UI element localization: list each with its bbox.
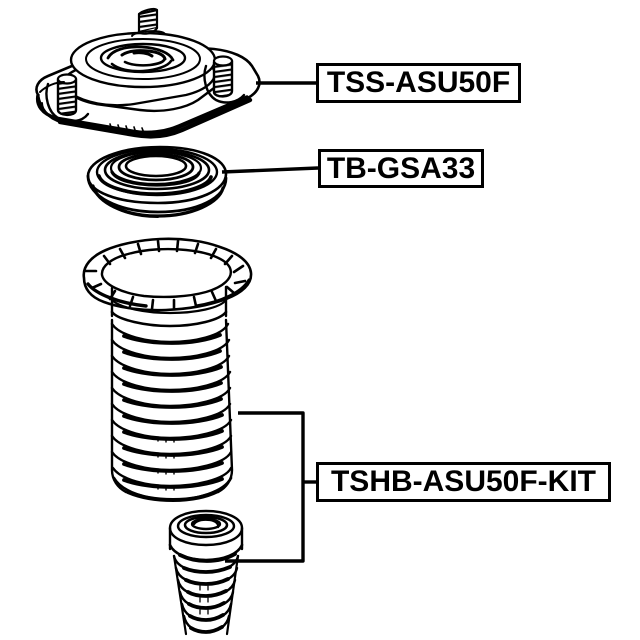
part-label-tshb-asu50f-kit-text: TSHB-ASU50F-KIT <box>330 465 596 498</box>
leader-bracket-tshb <box>225 411 305 563</box>
part-bump-stop <box>168 509 244 636</box>
part-label-tb-gsa33-text: TB-GSA33 <box>326 151 476 185</box>
leader-lines <box>221 81 319 563</box>
part-label-tb-gsa33[interactable]: TB-GSA33 <box>318 149 484 188</box>
part-strut-bearing <box>86 145 228 218</box>
part-label-tshb-asu50f-kit[interactable]: TSHB-ASU50F-KIT <box>316 462 611 502</box>
part-strut-mount <box>35 7 261 139</box>
leader-line-tb <box>221 166 319 174</box>
part-label-tss-asu50f[interactable]: TSS-ASU50F <box>316 63 521 103</box>
part-boot-top-plate <box>82 237 253 328</box>
part-label-tss-asu50f-text: TSS-ASU50F <box>326 66 511 99</box>
part-bellows-boot <box>110 318 234 502</box>
